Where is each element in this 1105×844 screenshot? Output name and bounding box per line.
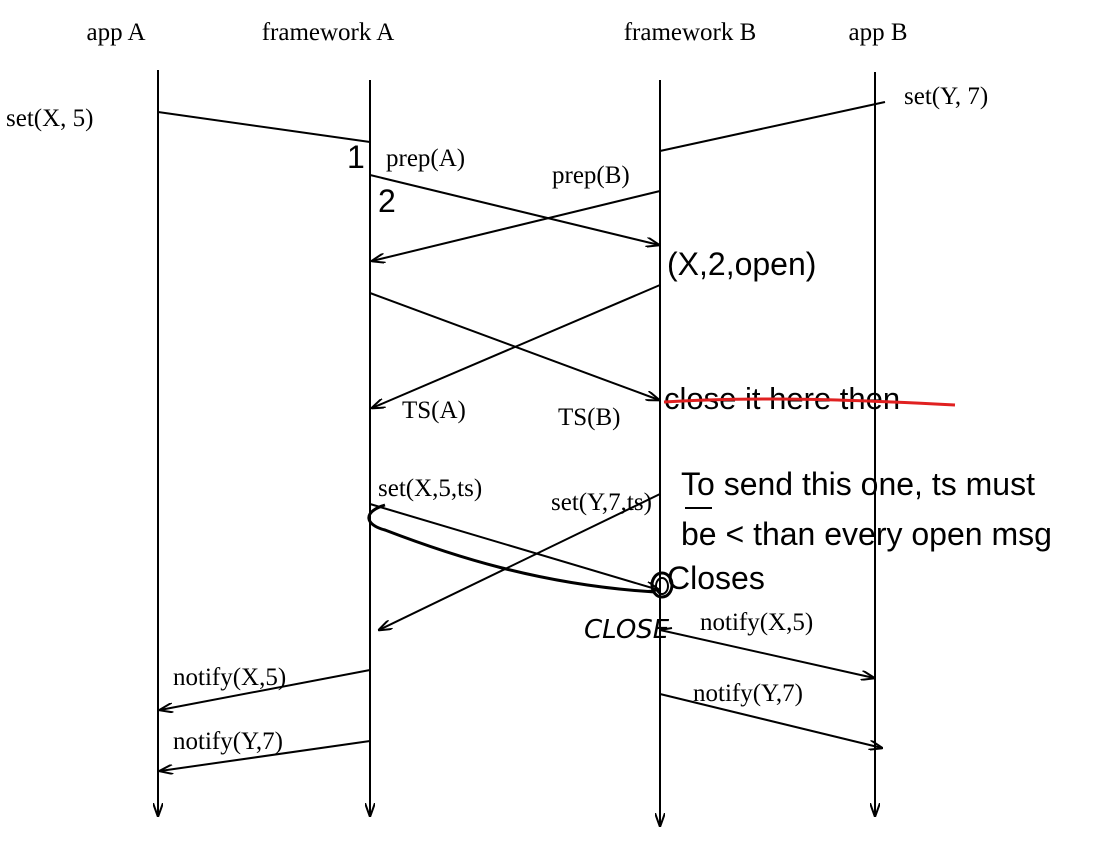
msg-set-y-ts [379, 493, 661, 630]
scribble-circle [650, 571, 674, 599]
msg-set-x [157, 111, 371, 143]
msg-notify-y-a [160, 740, 371, 771]
label-notify-x-a: notify(X,5) [173, 664, 286, 691]
label-notify-y-b: notify(Y,7) [693, 680, 803, 707]
label-set-x: set(X, 5) [6, 105, 93, 132]
msg-set-x-ts [369, 503, 659, 590]
msg-notify-x-b [659, 629, 874, 678]
msg-notify-y-b [659, 693, 882, 748]
msg-prep-a [369, 174, 659, 245]
step-2-label: 2 [378, 183, 396, 219]
step-1-label: 1 [347, 139, 365, 175]
msg-notify-x-a [160, 669, 371, 710]
label-prep-a: prep(A) [386, 145, 465, 172]
close-scribble: CLOSE [584, 615, 670, 645]
label-ts-b: TS(B) [558, 404, 621, 431]
label-set-y-ts: set(Y,7,ts) [551, 489, 652, 516]
label-set-x-ts: set(X,5,ts) [378, 475, 482, 502]
label-notify-y-a: notify(Y,7) [173, 728, 283, 755]
label-set-y: set(Y, 7) [904, 83, 988, 110]
ts-rule-line-2: be < than every open msg [681, 516, 1052, 552]
label-ts-a: TS(A) [402, 397, 466, 424]
msg-ts-a [369, 292, 659, 400]
handwritten-loop [367, 503, 656, 594]
msg-prep-b [372, 190, 661, 261]
participant-framework-a: framework A [262, 19, 395, 46]
label-notify-x-b: notify(X,5) [700, 609, 813, 636]
label-prep-b: prep(B) [552, 162, 630, 189]
participant-framework-b: framework B [624, 19, 757, 46]
participant-app-b: app B [848, 19, 907, 46]
participant-app-a: app A [86, 19, 145, 46]
msg-set-y [659, 101, 886, 152]
open-message-note: (X,2,open) [667, 246, 816, 282]
closes-note: Closes [667, 560, 765, 596]
ts-rule-line-1: To send this one, ts must [681, 466, 1035, 502]
strikethrough-line [663, 397, 956, 407]
